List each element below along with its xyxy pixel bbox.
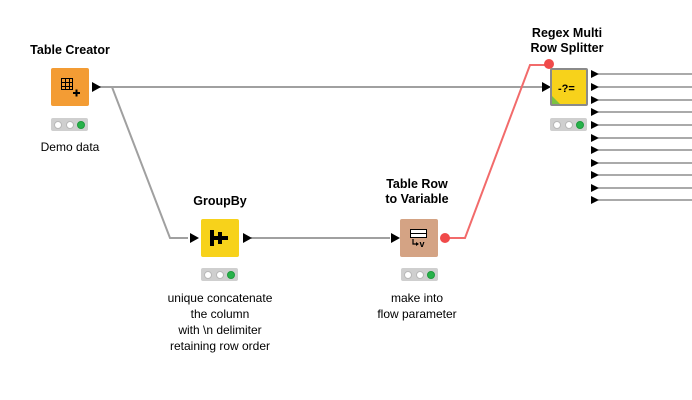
input-port-regex[interactable] xyxy=(542,82,551,92)
status-dot-idle xyxy=(564,120,573,129)
groupby-icon xyxy=(210,230,228,246)
status-indicator-regex-splitter xyxy=(550,118,587,131)
svg-text:v: v xyxy=(420,239,425,249)
node-title-groupby: GroupBy xyxy=(193,194,247,208)
table-creator-icon xyxy=(61,78,80,97)
output-port-groupby[interactable] xyxy=(243,233,252,243)
status-dot-executed xyxy=(575,120,584,129)
node-table-row-to-variable[interactable]: v xyxy=(400,219,438,257)
input-port-rowtovariable[interactable] xyxy=(391,233,400,243)
output-port-tablecreator[interactable] xyxy=(92,82,101,92)
regex-output-ports[interactable] xyxy=(591,70,692,204)
node-title-regex-splitter: Regex Multi Row Splitter xyxy=(530,26,604,55)
status-dot-idle xyxy=(204,270,213,279)
node-caption-table-creator: Demo data xyxy=(40,140,100,154)
node-caption-table-row-to-variable: make into flow parameter xyxy=(377,291,457,321)
svg-text:-?=: -?= xyxy=(558,83,575,95)
row-to-variable-icon: v xyxy=(410,229,427,249)
status-dot-executed xyxy=(226,270,235,279)
regex-splitter-icon: -?= xyxy=(552,83,575,104)
input-port-groupby[interactable] xyxy=(190,233,199,243)
node-caption-groupby: unique concatenate the column with \n de… xyxy=(167,291,273,353)
status-dot-idle xyxy=(404,270,413,279)
status-dot-idle xyxy=(65,120,74,129)
status-dot-idle xyxy=(553,120,562,129)
status-indicator-groupby xyxy=(201,268,238,281)
status-dot-executed xyxy=(426,270,435,279)
status-dot-idle xyxy=(54,120,63,129)
status-indicator-table-row-to-variable xyxy=(401,268,438,281)
node-groupby[interactable] xyxy=(201,219,239,257)
node-title-table-creator: Table Creator xyxy=(30,43,110,57)
status-dot-idle xyxy=(215,270,224,279)
node-regex-splitter[interactable]: -?= xyxy=(550,68,588,106)
edge-flowvar-rowtovariable-to-regex[interactable] xyxy=(445,64,548,239)
flowvar-output-port-rowtovariable[interactable] xyxy=(440,233,450,243)
flowvar-input-port-regex[interactable] xyxy=(544,59,554,69)
node-table-creator[interactable] xyxy=(51,68,89,106)
status-dot-executed xyxy=(76,120,85,129)
status-dot-idle xyxy=(415,270,424,279)
status-indicator-table-creator xyxy=(51,118,88,131)
node-title-table-row-to-variable: Table Row to Variable xyxy=(385,177,449,206)
edge-tablecreator-to-groupby[interactable] xyxy=(99,86,188,239)
